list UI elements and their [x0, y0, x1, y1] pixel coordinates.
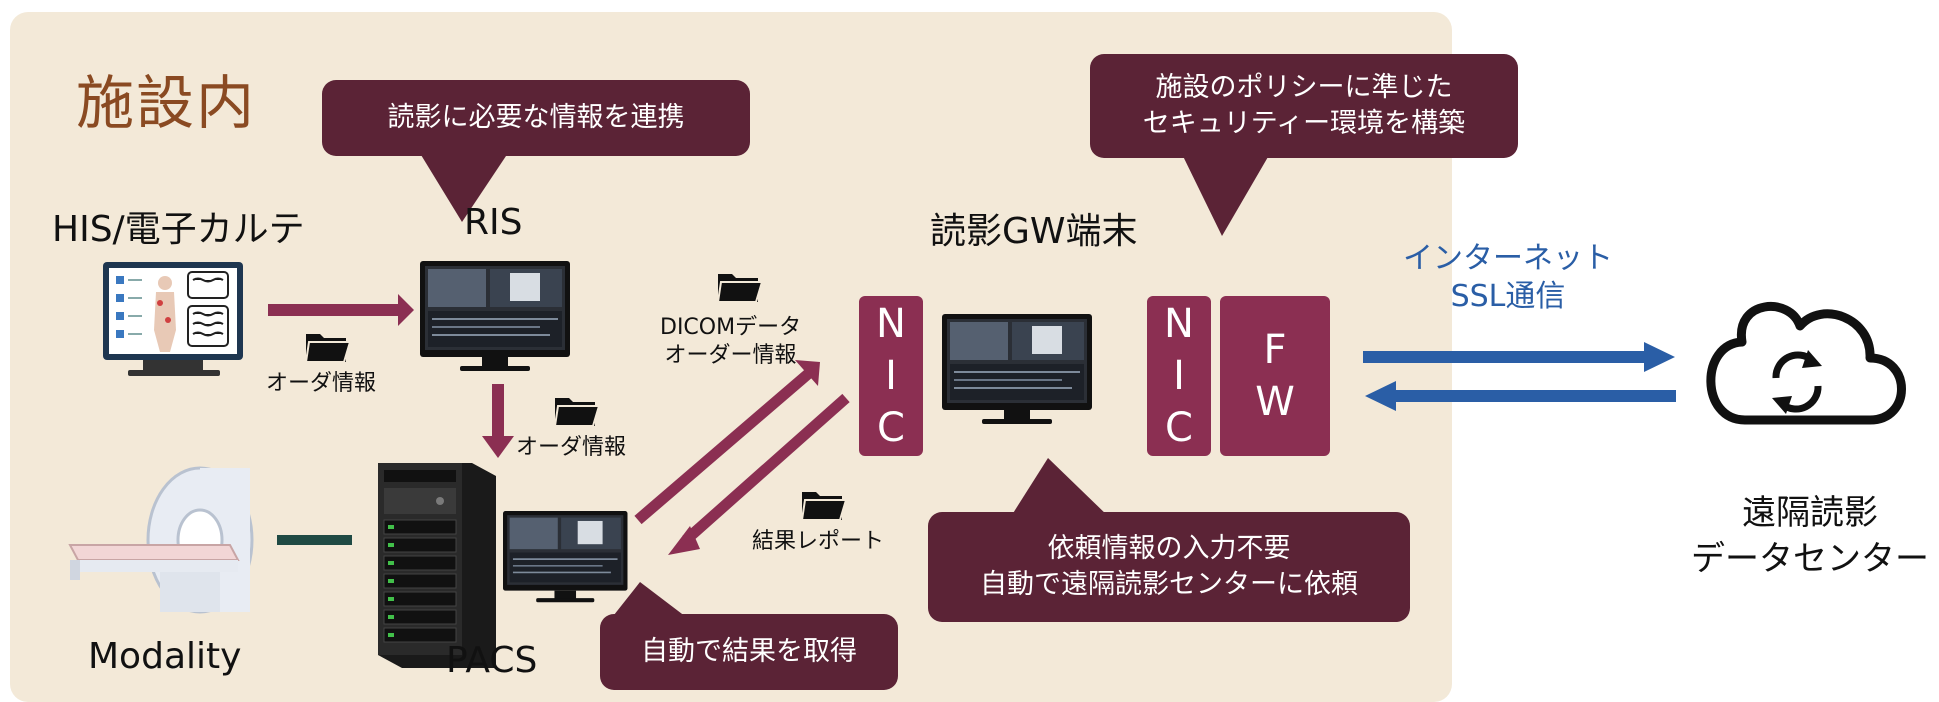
ct-scanner-icon [68, 466, 254, 614]
cloud-sync-icon [1706, 302, 1906, 425]
his-label: HIS/電子カルテ [52, 209, 305, 250]
nic-letter: N [876, 301, 906, 347]
nic-letter: C [877, 405, 905, 451]
firewall: F W [1220, 296, 1330, 456]
nic-right: N I C [1147, 296, 1211, 456]
callout-tail [1180, 150, 1272, 236]
callout-tail [418, 150, 510, 222]
nic-left: N I C [859, 296, 923, 456]
callout-text: 依頼情報の入力不要 [1047, 533, 1291, 564]
internet-label: インターネット SSL通信 [1398, 240, 1618, 316]
datacenter-text: 遠隔読影 [1742, 493, 1878, 533]
gw-label: 読影GW端末 [930, 211, 1138, 252]
callout-text: 自動で結果を取得 [641, 636, 857, 667]
folder-icon [305, 333, 351, 363]
modality-label: Modality [88, 636, 242, 677]
ssl-text: SSL通信 [1450, 279, 1566, 314]
pacs-monitor-icon [502, 510, 629, 604]
flow-text: DICOMデータ [660, 315, 802, 340]
flow-label-ris-pacs: オーダ情報 [516, 435, 627, 460]
datacenter-text: データセンター [1691, 539, 1929, 579]
callout-auto-request: 依頼情報の入力不要 自動で遠隔読影センターに依頼 [928, 512, 1410, 622]
gw-monitor-icon [941, 313, 1093, 425]
callout-auto-result: 自動で結果を取得 [600, 614, 898, 690]
nic-letter: C [1165, 405, 1193, 451]
callout-text: セキュリティー環境を構築 [1142, 108, 1466, 139]
nic-letter: N [1164, 301, 1194, 347]
fw-letter: F [1263, 327, 1287, 373]
internet-text: インターネット [1403, 241, 1613, 276]
callout-text: 自動で遠隔読影センターに依頼 [980, 569, 1358, 600]
nic-letter: I [1173, 353, 1185, 399]
callout-ris-link: 読影に必要な情報を連携 [322, 80, 750, 156]
facility-title: 施設内 [76, 69, 257, 137]
pacs-server-icon [378, 463, 496, 668]
callout-text: 施設のポリシーに準じた [1155, 72, 1453, 103]
flow-label-gw-pacs: 結果レポート [752, 529, 885, 554]
callout-tail [1010, 458, 1110, 518]
folder-icon [717, 273, 763, 303]
gw-pacs-arrow [668, 393, 850, 555]
internet-arrows [1363, 342, 1676, 411]
pacs-label: PACS [446, 640, 538, 681]
nic-letter: I [885, 353, 897, 399]
ris-label: RIS [464, 202, 523, 243]
folder-icon [801, 491, 847, 521]
flow-label-his-ris: オーダ情報 [266, 371, 377, 396]
callout-security-policy: 施設のポリシーに準じた セキュリティー環境を構築 [1090, 54, 1518, 158]
datacenter-label: 遠隔読影 データセンター [1690, 490, 1930, 582]
flow-label-pacs-gw: DICOMデータ オーダー情報 [660, 314, 801, 370]
his-monitor-icon [103, 262, 243, 376]
pacs-gw-arrow [634, 360, 820, 525]
callout-text: 読影に必要な情報を連携 [387, 102, 685, 133]
callout-tail [610, 582, 690, 620]
ris-monitor-icon [419, 260, 571, 372]
fw-letter: W [1255, 379, 1295, 425]
flow-text: オーダー情報 [664, 343, 797, 368]
folder-icon [554, 397, 600, 427]
